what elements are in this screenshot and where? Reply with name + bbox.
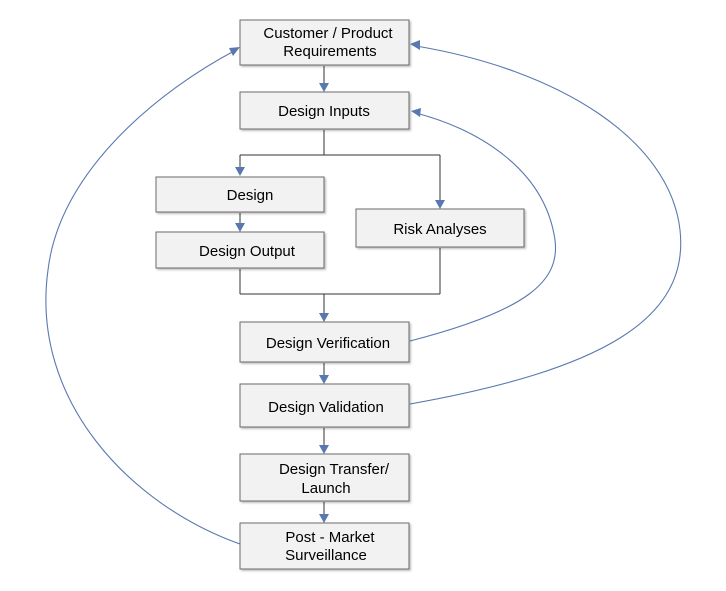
arrowhead-verification: [319, 313, 329, 322]
node-design-inputs-label: Design Inputs: [278, 103, 370, 120]
arrowheads: [235, 83, 445, 523]
node-customer-requirements: Customer / Product Requirements: [239, 19, 410, 66]
node-design-output: Design Output: [155, 231, 325, 269]
arrowhead-design: [235, 167, 245, 176]
node-risk-analyses-label: Risk Analyses: [393, 221, 486, 238]
node-design-verification: Design Verification: [239, 321, 410, 363]
feedback-postmarket-to-requirements: [45, 49, 241, 545]
feedback-loops: [45, 40, 682, 545]
node-customer-requirements-line2: Requirements: [283, 43, 376, 60]
node-customer-requirements-line1: Customer / Product: [263, 25, 393, 42]
node-design-transfer: Design Transfer/ Launch: [239, 453, 410, 502]
node-design-inputs: Design Inputs: [239, 91, 410, 130]
node-design-validation-label: Design Validation: [268, 399, 384, 416]
arrowhead-risk: [435, 200, 445, 209]
node-design-output-label: Design Output: [199, 243, 296, 260]
node-post-market-line2: Surveillance: [285, 547, 367, 564]
node-design-verification-label: Design Verification: [266, 335, 390, 352]
node-design-label: Design: [227, 187, 274, 204]
connectors: [239, 66, 441, 515]
node-design-transfer-line1: Design Transfer/: [279, 461, 390, 478]
arrowhead-output: [235, 223, 245, 232]
arrowhead-feedback-validation: [410, 40, 420, 50]
node-design: Design: [155, 176, 325, 213]
arrowhead-transfer: [319, 445, 329, 454]
arrowhead-feedback-postmarket: [229, 47, 240, 56]
arrowhead-validation: [319, 375, 329, 384]
feedback-verification-to-inputs: [409, 112, 557, 342]
node-post-market-line1: Post - Market: [285, 529, 375, 546]
arrowhead-postmarket: [319, 514, 329, 523]
arrowhead-inputs: [319, 83, 329, 92]
feedback-validation-to-requirements: [409, 45, 682, 405]
node-risk-analyses: Risk Analyses: [355, 208, 525, 248]
node-design-validation: Design Validation: [239, 383, 410, 428]
node-design-transfer-line2: Launch: [301, 480, 350, 497]
node-post-market: Post - Market Surveillance: [239, 522, 410, 570]
arrowhead-feedback-verification: [411, 108, 421, 117]
